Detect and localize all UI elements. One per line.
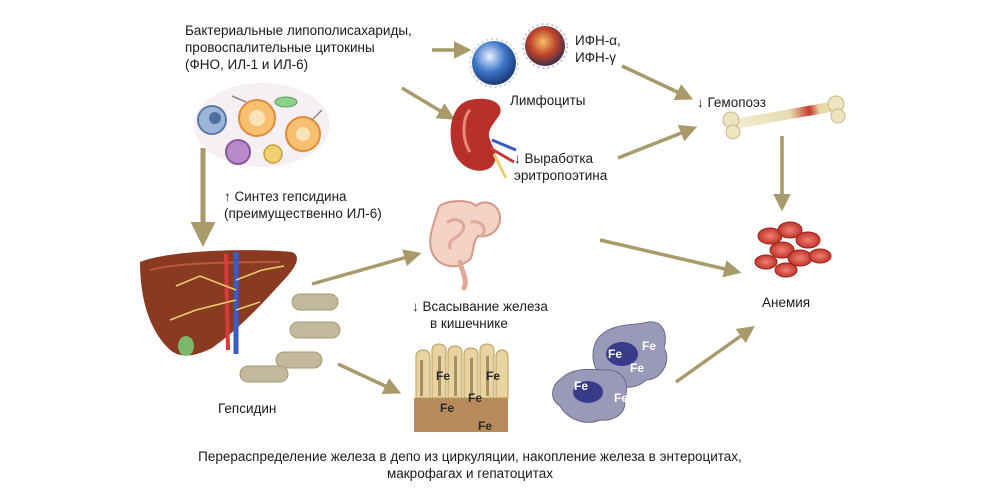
villi-icon: Fe Fe Fe Fe Fe: [414, 343, 509, 433]
inflammation-label: Бактериальные липополисахариды, провоспа…: [185, 23, 412, 72]
arrow-kidney-to-hemopoiesis: [617, 125, 698, 160]
villi-fe-4: Fe: [468, 391, 482, 405]
immune-cells-icon: [194, 83, 330, 167]
hemopoiesis-label: ↓ Гемопоэз: [697, 95, 766, 110]
anemia-label: Анемия: [762, 295, 811, 310]
intestine-icon: [429, 200, 502, 291]
caption: Перераспределение железа в депо из цирку…: [198, 449, 742, 481]
arrow-macrophage-to-anemia: [674, 325, 755, 384]
hepcidin-synthesis-label: ↑ Синтез гепсидина (преимущественно ИЛ-6…: [224, 189, 382, 221]
villi-fe-1: Fe: [436, 369, 450, 383]
villi-fe-3: Fe: [440, 401, 454, 415]
arrow-hepcidin-to-villi: [337, 362, 402, 395]
arrow-intestine-to-anemia: [599, 238, 742, 278]
absorption-label: ↓ Всасывание железа в кишечнике: [412, 299, 548, 331]
arrows: [190, 41, 791, 395]
kidney-icon: [450, 98, 517, 179]
bone-icon: [722, 95, 846, 140]
macrophage-fe-1: Fe: [608, 347, 622, 361]
arrow-to-kidney: [401, 86, 456, 120]
red-blood-cells-icon: [754, 221, 832, 278]
macrophage-fe-2: Fe: [642, 339, 656, 353]
macrophage-icon: Fe Fe Fe Fe Fe: [552, 321, 668, 423]
lymphocytes-label: Лимфоциты: [510, 93, 586, 108]
macrophage-fe-3: Fe: [630, 361, 644, 375]
macrophage-fe-5: Fe: [614, 391, 628, 405]
lymphocyte-icon: [469, 23, 568, 88]
villi-fe-2: Fe: [486, 369, 500, 383]
epo-label: ↓ Выработка эритропоэтина: [514, 151, 608, 183]
villi-fe-5: Fe: [478, 419, 492, 433]
hepcidin-label: Гепсидин: [218, 401, 277, 416]
hepcidin-molecules-icon: [239, 293, 341, 383]
arrow-liver-to-intestine: [311, 249, 422, 286]
liver-icon: [140, 250, 297, 356]
ifn-label: ИФН-α, ИФН-γ: [575, 33, 621, 65]
macrophage-fe-4: Fe: [574, 379, 588, 393]
arrow-lymphocytes-to-hemopoiesis: [621, 64, 694, 100]
